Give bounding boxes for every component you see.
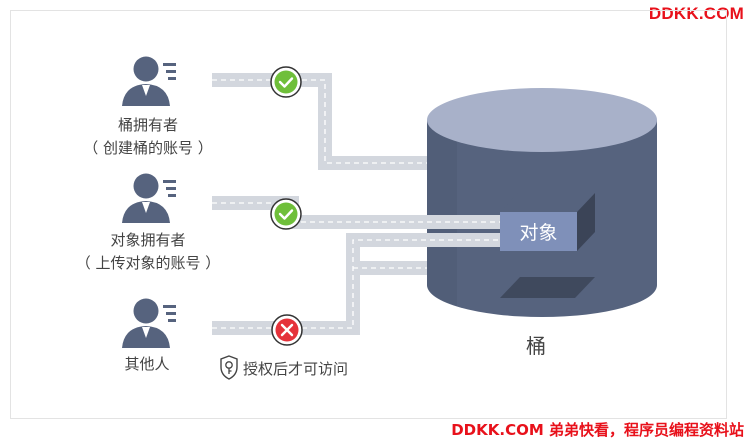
check-circle-icon (274, 202, 298, 226)
person-icon-object-owner (122, 173, 176, 223)
path-bucket-owner-dash (212, 79, 427, 164)
person-icon-bucket-owner (122, 56, 176, 106)
check-icon (278, 77, 294, 88)
allow-badge-bucket-owner (270, 66, 302, 98)
check-circle-icon (274, 70, 298, 94)
actor-note-object-owner: （ 上传对象的账号 ） (76, 254, 221, 272)
path-others-dash (212, 239, 505, 329)
cube-side (577, 193, 595, 251)
actor-label-others: 其他人 (124, 355, 169, 373)
cube-top (500, 193, 595, 212)
shield-key-icon (220, 355, 238, 380)
object-label: 对象 (519, 222, 557, 244)
person-icon-others (122, 298, 176, 348)
actor-label-bucket-owner: 桶拥有者 (118, 116, 178, 134)
watermark-top: DDKK.COM (648, 4, 744, 23)
check-icon (278, 209, 294, 220)
cube-front (500, 212, 577, 251)
bucket-shade (427, 120, 457, 306)
actor-note-bucket-owner: （ 创建桶的账号 ） (83, 139, 213, 157)
bucket-top (427, 88, 657, 152)
path-bucket-owner (212, 73, 427, 170)
cross-icon (280, 323, 294, 337)
bucket-label: 桶 (526, 334, 546, 358)
denied-note: 授权后才可访问 (243, 360, 348, 378)
watermark-bottom: DDKK.COM 弟弟快看，程序员编程资料站 (451, 421, 744, 439)
allow-badge-object-owner (270, 198, 302, 230)
actor-label-object-owner: 对象拥有者 (110, 231, 185, 249)
deny-badge-others (271, 314, 303, 346)
path-object-owner-dash (212, 202, 505, 223)
object-shadow (500, 277, 595, 298)
object-cube: 对象 (500, 193, 595, 251)
diagram-frame (10, 10, 727, 419)
